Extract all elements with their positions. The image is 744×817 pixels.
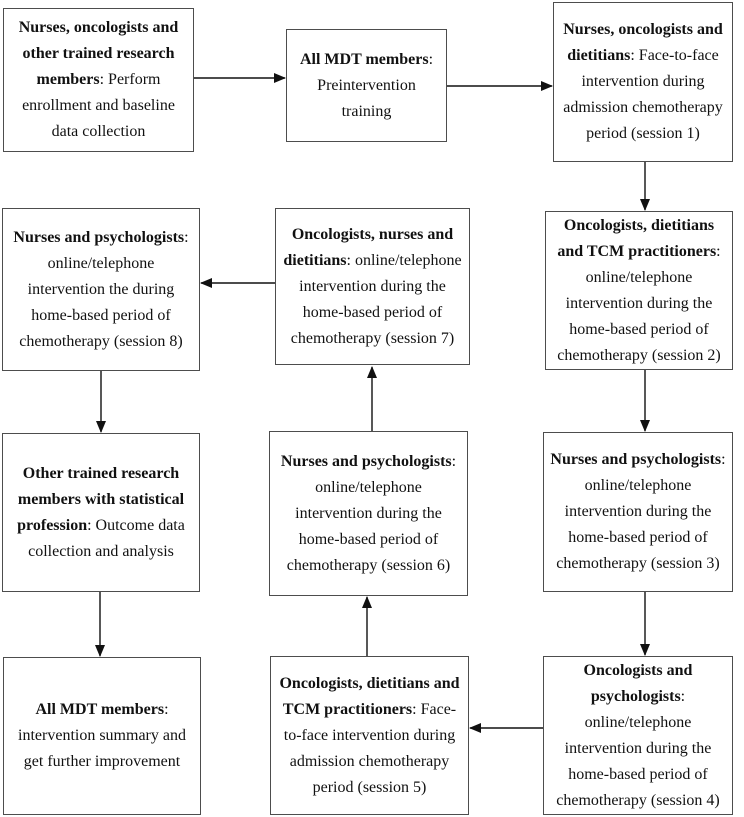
box-session-3-text: Nurses and psychologists: online/telepho… [550,451,726,572]
box-session-3: Nurses and psychologists: online/telepho… [543,432,733,592]
box-intervention-summary: All MDT members: intervention summary an… [3,657,201,815]
box-outcome-text: Other trained research members with stat… [17,464,185,560]
box-session-7: Oncologists, nurses and dietitians: onli… [275,208,470,365]
box-session-5-text: Oncologists, dietitians and TCM practiti… [279,674,460,796]
box-session-2-text: Oncologists, dietitians and TCM practiti… [557,216,721,364]
box-enrollment: Nurses, oncologists and other trained re… [3,8,194,152]
box-session-7-text: Oncologists, nurses and dietitians: onli… [283,225,462,347]
box-enrollment-text: Nurses, oncologists and other trained re… [18,19,179,140]
box-session-1: Nurses, oncologists and dietitians: Face… [553,2,733,162]
box-session-2: Oncologists, dietitians and TCM practiti… [545,211,733,370]
box-session-4: Oncologists and psychologists: online/te… [543,656,733,815]
box-session-8-text: Nurses and psychologists: online/telepho… [13,228,189,350]
box-outcome-analysis: Other trained research members with stat… [2,433,200,592]
box-session-6: Nurses and psychologists: online/telepho… [269,431,468,596]
box-summary-text: All MDT members: intervention summary an… [18,701,186,770]
box-preintervention-training: All MDT members: Preintervention trainin… [286,29,447,142]
box-session-1-text: Nurses, oncologists and dietitians: Face… [563,21,723,142]
box-session-8: Nurses and psychologists: online/telepho… [2,208,200,371]
box-session-6-text: Nurses and psychologists: online/telepho… [280,452,457,574]
box-session-4-text: Oncologists and psychologists: online/te… [556,661,720,809]
box-session-5: Oncologists, dietitians and TCM practiti… [270,656,469,815]
box-training-text: All MDT members: Preintervention trainin… [299,50,434,120]
